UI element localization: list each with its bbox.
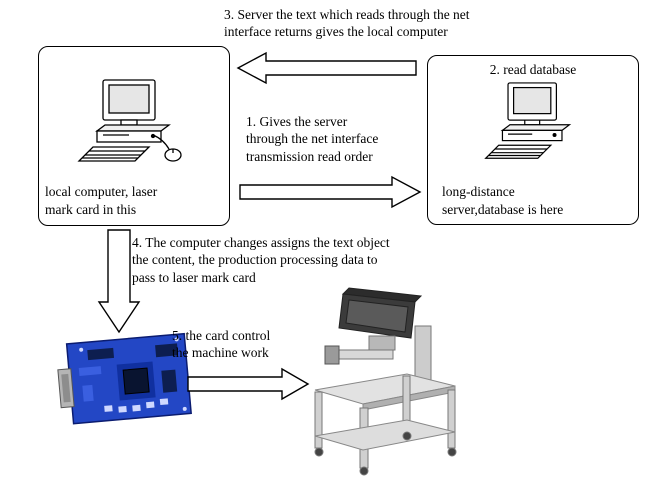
server-box-title: 2. read database bbox=[489, 62, 577, 77]
step5-label: 5. the card control the machine work bbox=[172, 328, 271, 361]
step4-label: 4. The computer changes assigns the text… bbox=[132, 235, 390, 285]
pcb-main-chip bbox=[122, 367, 150, 395]
laser-marking-machine-image bbox=[303, 286, 483, 476]
arrow-step1-right bbox=[239, 175, 422, 209]
machine-arm bbox=[336, 349, 394, 360]
keyboard bbox=[484, 144, 553, 159]
computer-case bbox=[95, 124, 171, 132]
step3-label: 3. Server the text which reads through t… bbox=[224, 7, 470, 40]
arrow-step3-left bbox=[236, 51, 417, 85]
computer-icon bbox=[484, 82, 572, 159]
machine-shelf bbox=[314, 419, 456, 451]
laser-head bbox=[324, 345, 340, 365]
laser-mark-card-image bbox=[54, 328, 196, 431]
keyboard bbox=[77, 146, 151, 162]
computer-case bbox=[500, 124, 572, 131]
arrow-step5-right bbox=[187, 367, 310, 401]
server-box-label: long-distance server,database is here bbox=[442, 184, 564, 217]
computer-icon bbox=[77, 79, 182, 162]
local-computer-box: local computer, laser mark card in this bbox=[38, 46, 230, 226]
remote-server-box: 2. read database long-distance server,da… bbox=[427, 55, 639, 225]
arrow-step4-down bbox=[97, 229, 141, 334]
local-computer-label: local computer, laser mark card in this bbox=[45, 184, 158, 217]
step1-label: 1. Gives the server through the net inte… bbox=[246, 114, 379, 164]
mouse-cord bbox=[152, 134, 170, 150]
